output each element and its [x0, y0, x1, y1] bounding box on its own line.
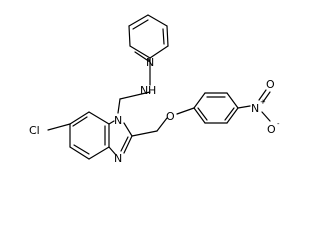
bond: [226, 107, 239, 124]
atom-cl: Cl: [29, 124, 40, 137]
atom-n-imidazole-3: N: [114, 152, 122, 165]
bond: [262, 91, 271, 103]
bond: [197, 107, 208, 121]
bond: [120, 136, 129, 152]
bond: [69, 146, 90, 160]
bond: [134, 51, 151, 63]
charge-plus: +: [260, 98, 266, 106]
atom-n-amine: N: [140, 84, 148, 97]
atom-o-nitro-single: O: [267, 123, 276, 136]
bond: [69, 111, 90, 125]
bond: [224, 107, 235, 121]
bond: [123, 135, 133, 154]
bond: [147, 14, 168, 27]
atom-n-imidazole-1: N: [114, 114, 122, 127]
bond: [162, 28, 165, 45]
atom-n-pyridine: N: [146, 56, 154, 69]
bond: [132, 19, 149, 30]
bond: [258, 89, 267, 101]
bond: [88, 146, 110, 160]
bond: [123, 122, 133, 137]
bond: [129, 45, 151, 59]
bond: [149, 45, 169, 59]
bond: [156, 117, 168, 132]
charge-minus: -: [277, 120, 280, 128]
bond: [131, 130, 158, 137]
bond: [72, 116, 88, 127]
chemical-structure-diagram: N N H N N Cl O N + O O -: [29, 14, 280, 165]
bond: [128, 14, 149, 27]
atom-o-nitro-double: O: [266, 78, 275, 91]
bond: [47, 123, 71, 131]
bond: [176, 107, 195, 115]
atom-labels: N N H N N Cl O N + O O -: [29, 56, 280, 165]
bond: [193, 107, 206, 124]
bonds: [47, 14, 271, 160]
atom-n-nitro: N: [251, 102, 259, 115]
atom-h-amine: H: [148, 84, 156, 97]
bond: [237, 105, 251, 109]
bond: [128, 25, 131, 47]
bond: [108, 146, 117, 156]
bond: [119, 91, 151, 100]
bond: [226, 92, 239, 109]
bond: [261, 111, 271, 122]
bond: [88, 111, 110, 125]
bond: [166, 25, 169, 47]
bond: [108, 120, 115, 125]
bond: [73, 144, 90, 155]
bond: [117, 98, 121, 114]
bond: [193, 92, 206, 109]
atom-o-ether: O: [166, 110, 175, 123]
